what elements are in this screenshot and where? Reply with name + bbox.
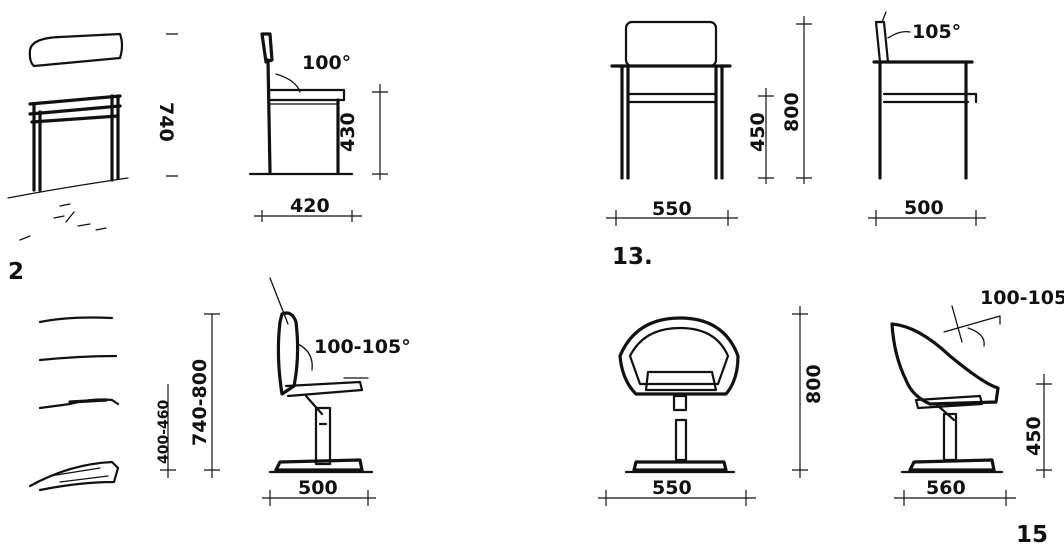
fig14-seat-dimension: 400-460 bbox=[156, 384, 176, 478]
fig14-sketch-strokes bbox=[28, 316, 120, 492]
fig15-height-label: 800 bbox=[803, 364, 825, 404]
fig13-seat-label: 450 bbox=[747, 112, 769, 152]
fig14-height-dimension: 740-800 bbox=[189, 313, 220, 478]
fig2-seat-dimension: 430 bbox=[337, 84, 388, 180]
figure-14: 400-460 740-800 100-105° 500 bbox=[28, 277, 411, 506]
fig15-side-width-label: 560 bbox=[926, 477, 966, 499]
fig15-angle-label: 100-105° bbox=[980, 287, 1064, 309]
fig14-height-label: 740-800 bbox=[189, 359, 211, 446]
fig2-number: 2 bbox=[8, 259, 24, 285]
figure-2: 2 740 100° 430 420 bbox=[7, 32, 388, 285]
fig2-seat-label: 430 bbox=[337, 112, 359, 152]
fig15-seat-label: 450 bbox=[1023, 416, 1045, 456]
fig13-number: 13. bbox=[612, 244, 653, 270]
fig2-height-label: 740 bbox=[155, 102, 177, 142]
fig13-angle-label: 105° bbox=[912, 21, 961, 43]
fig14-angle-label: 100-105° bbox=[314, 336, 411, 358]
fig13-seat-dimension: 450 bbox=[747, 88, 774, 184]
fig15-side-width-dimension: 560 bbox=[894, 477, 1016, 506]
fig2-side-view-chair: 100° bbox=[248, 32, 354, 176]
fig14-side-view-chair: 100-105° bbox=[268, 277, 411, 474]
fig13-front-width-dimension: 550 bbox=[606, 198, 738, 226]
fig14-width-label: 500 bbox=[298, 477, 338, 499]
fig13-side-width-label: 500 bbox=[904, 197, 944, 219]
fig15-seat-dimension: 450 bbox=[1023, 374, 1052, 478]
fig13-front-width-label: 550 bbox=[652, 198, 692, 220]
fig2-perspective-sketch bbox=[7, 32, 129, 241]
figure-15: 550 800 100-105° 450 560 15 bbox=[598, 287, 1064, 546]
fig15-front-width-dimension: 550 bbox=[598, 477, 756, 506]
fig2-width-dimension: 420 bbox=[254, 195, 362, 222]
fig13-side-view-chair: 105° bbox=[872, 11, 978, 180]
fig15-height-dimension: 800 bbox=[792, 306, 825, 478]
fig15-number: 15 bbox=[1016, 522, 1048, 546]
fig13-front-view-chair bbox=[610, 20, 732, 180]
fig2-angle-label: 100° bbox=[302, 52, 351, 74]
fig14-width-dimension: 500 bbox=[262, 477, 376, 506]
fig2-width-label: 420 bbox=[290, 195, 330, 217]
fig13-height-label: 800 bbox=[781, 92, 803, 132]
fig13-height-dimension: 800 bbox=[781, 16, 812, 184]
fig2-height-dimension: 740 bbox=[155, 33, 178, 177]
fig15-front-view-chair bbox=[618, 316, 740, 474]
fig13-side-width-dimension: 500 bbox=[868, 197, 986, 226]
fig15-side-view-chair: 100-105° bbox=[890, 287, 1064, 474]
fig14-seat-label: 400-460 bbox=[156, 399, 172, 464]
figure-13: 550 13. 450 800 105° 500 bbox=[606, 11, 986, 270]
fig15-front-width-label: 550 bbox=[652, 477, 692, 499]
